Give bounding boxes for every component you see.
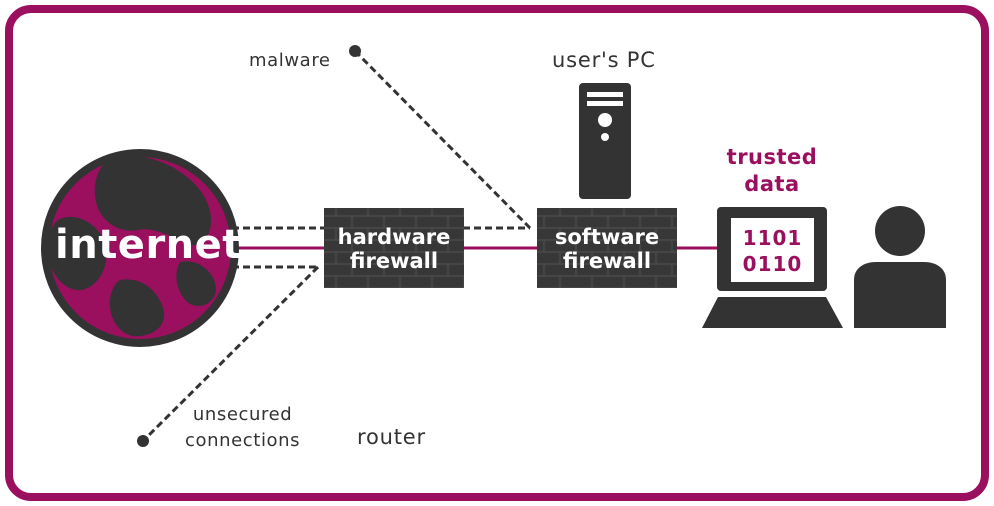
trusted-data-label: trusted data: [722, 144, 822, 198]
globe-icon: [41, 149, 239, 347]
hardware-firewall-line1: hardware: [337, 225, 451, 249]
unsecured-connections-label: unsecured connections: [185, 402, 300, 454]
unsecured-line2: connections: [185, 430, 301, 451]
router-label: router: [357, 425, 426, 449]
unsecured-line1: unsecured: [192, 404, 293, 425]
software-firewall-label: software firewall: [537, 225, 677, 273]
internet-label: internet: [55, 222, 242, 268]
malware-endpoint-dot: [349, 45, 361, 57]
unsecured-endpoint-dot: [137, 435, 149, 447]
brick-wall-icon: [537, 208, 677, 288]
malware-dashed-line: [353, 49, 532, 230]
trusted-data-line2: data: [744, 172, 800, 196]
laptop-icon: [702, 207, 843, 328]
hardware-firewall-label: hardware firewall: [324, 225, 464, 273]
malware-label: malware: [249, 50, 331, 71]
user-icon: [854, 206, 946, 328]
unsecured-dashed-line: [141, 265, 320, 443]
binary-line1: 1101: [742, 226, 803, 250]
trusted-data-line1: trusted: [726, 145, 818, 169]
software-firewall-wall: [537, 208, 677, 288]
brick-wall-icon: [324, 208, 464, 288]
pc-tower-icon: [579, 83, 631, 199]
binary-line2: 0110: [742, 252, 803, 276]
hardware-firewall-line2: firewall: [349, 249, 439, 273]
users-pc-label: user's PC: [552, 48, 656, 72]
hardware-firewall-wall: [324, 208, 464, 288]
software-firewall-line2: firewall: [562, 249, 652, 273]
laptop-screen-data: 1101 0110: [731, 225, 814, 277]
software-firewall-line1: software: [554, 225, 660, 249]
